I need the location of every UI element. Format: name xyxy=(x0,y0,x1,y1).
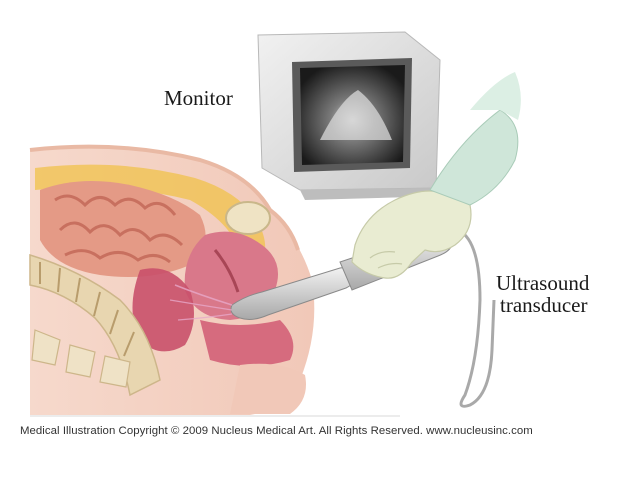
bladder xyxy=(225,201,271,235)
patient-cross-section xyxy=(29,144,400,417)
spine xyxy=(29,253,161,397)
transducer-label-line1: Ultrasound xyxy=(496,271,590,295)
monitor xyxy=(257,31,446,200)
intestines xyxy=(40,181,206,278)
copyright-notice: Medical Illustration Copyright © 2009 Nu… xyxy=(20,425,533,437)
probe-cable xyxy=(457,228,496,408)
transducer-label-line2: transducer xyxy=(500,293,588,317)
transducer-label: Ultrasound transducer xyxy=(496,272,589,316)
gloved-hand xyxy=(351,72,521,279)
monitor-label: Monitor xyxy=(164,86,233,110)
